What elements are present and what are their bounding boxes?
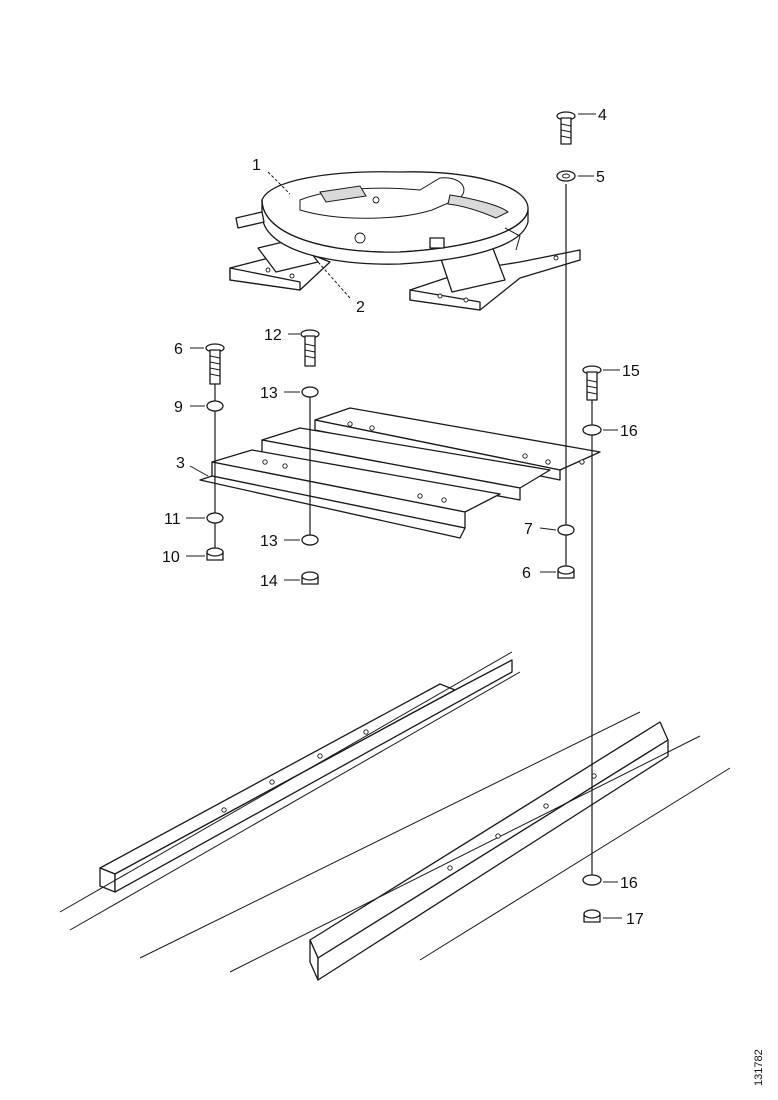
callout-4: 4 [598, 107, 607, 124]
callout-10: 10 [162, 549, 180, 566]
callout-14: 14 [260, 573, 278, 590]
callout-16-top: 16 [620, 423, 638, 440]
callout-labels: 1 2 3 4 5 6 6 7 9 10 11 12 13 13 14 15 1… [162, 107, 644, 928]
callout-6-left: 6 [174, 341, 183, 358]
callout-2: 2 [356, 299, 365, 316]
callout-1: 1 [252, 157, 261, 174]
reference-code: 131782 [753, 1049, 765, 1086]
callout-7: 7 [524, 521, 533, 538]
callout-6-right: 6 [522, 565, 531, 582]
leader-lines [186, 113, 622, 919]
callout-3: 3 [176, 455, 185, 472]
callout-13-bottom: 13 [260, 533, 278, 550]
right-rail [139, 711, 731, 981]
callout-13-top: 13 [260, 385, 278, 402]
callout-17: 17 [626, 911, 644, 928]
callout-9: 9 [174, 399, 183, 416]
callout-5: 5 [596, 169, 605, 186]
callout-16-bottom: 16 [620, 875, 638, 892]
callout-11: 11 [164, 511, 181, 528]
left-rail [59, 651, 521, 931]
fasteners [205, 111, 602, 923]
callout-15: 15 [622, 363, 640, 380]
fifth-wheel-coupling [229, 171, 581, 311]
mounting-plate [199, 407, 601, 539]
callout-12: 12 [264, 327, 282, 344]
